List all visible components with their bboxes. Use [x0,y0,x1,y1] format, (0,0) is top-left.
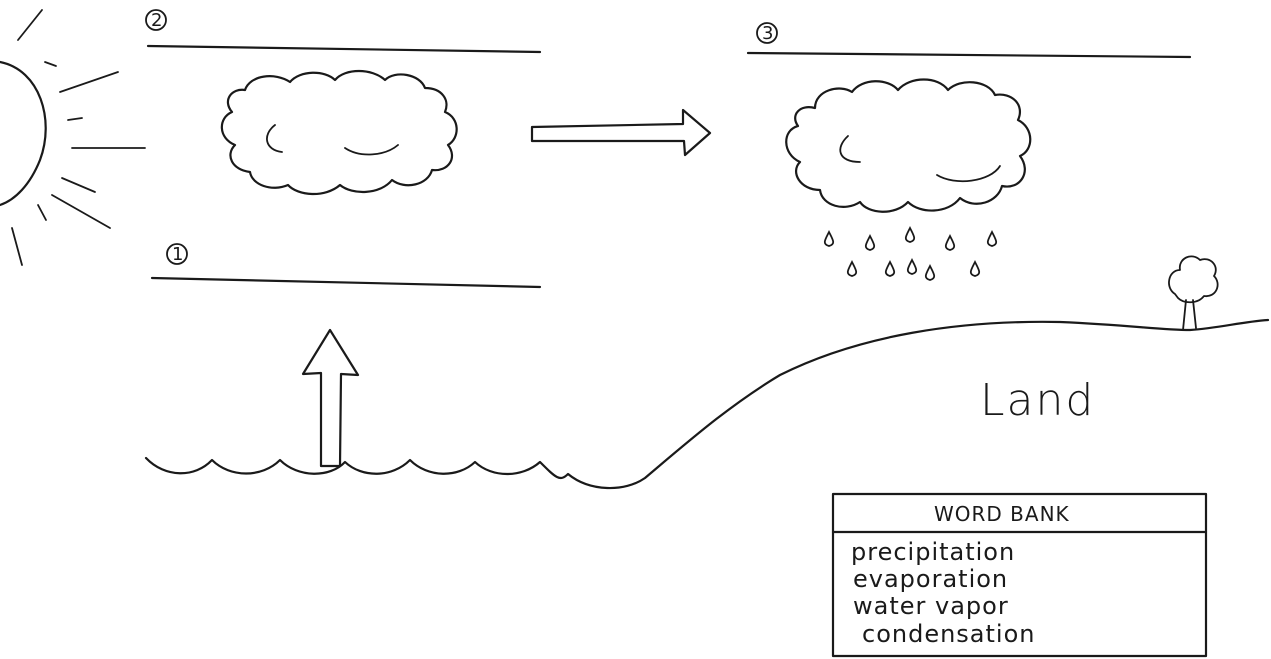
blank-3: 3 [748,23,1190,57]
step-3-number: 3 [762,23,773,44]
word-bank-item: condensation [862,620,1035,648]
right-arrow-icon [532,110,710,155]
blank-1: 1 [152,244,540,287]
word-bank-title: WORD BANK [934,502,1070,526]
word-bank-item: water vapor [853,592,1009,620]
blank-2: 2 [146,10,540,52]
raindrops-icon [825,228,996,280]
water-and-land-outline [146,320,1268,488]
tree-icon [1169,256,1218,330]
word-bank-item: precipitation [851,538,1015,566]
step-1-number: 1 [172,244,183,265]
up-arrow-icon [303,330,358,466]
step-2-number: 2 [151,10,162,31]
word-bank: WORD BANK precipitation evaporation wate… [833,494,1206,656]
word-bank-item: evaporation [853,565,1008,593]
cloud-icon [222,71,457,194]
sun-icon [0,10,145,265]
land-label: Land [980,375,1095,426]
rain-cloud-icon [786,80,1030,212]
